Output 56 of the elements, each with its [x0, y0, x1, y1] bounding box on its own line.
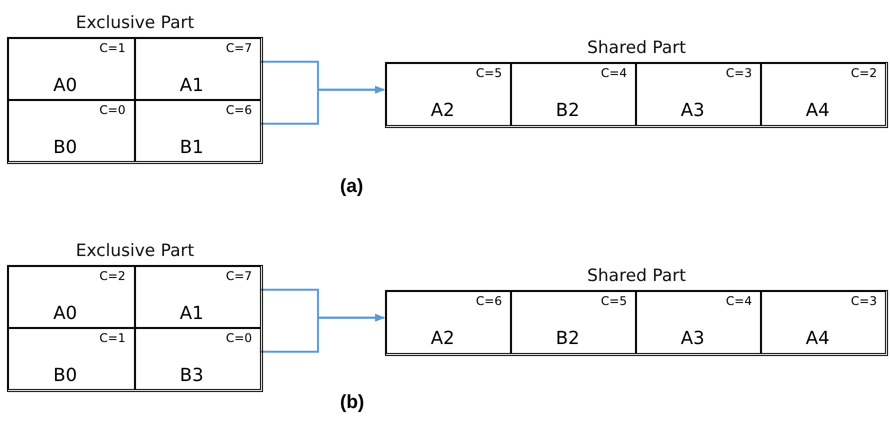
count-label: C=0 — [99, 103, 126, 117]
entry-label: B1 — [180, 137, 204, 158]
count-label: C=7 — [226, 269, 252, 283]
entry-label: A4 — [806, 100, 830, 121]
count-label: C=6 — [226, 103, 252, 117]
table-cell — [636, 291, 761, 354]
table-heading: Shared Part — [587, 266, 686, 286]
count-label: C=2 — [99, 269, 126, 283]
entry-label: A3 — [680, 328, 705, 349]
panel-label: (b) — [340, 392, 364, 414]
entry-label: A4 — [806, 328, 830, 349]
table-cell — [761, 291, 886, 354]
table-cell — [134, 100, 261, 162]
entry-label: A2 — [430, 328, 455, 349]
table-cell — [636, 63, 761, 126]
table-cell — [8, 38, 134, 100]
entry-label: A1 — [180, 75, 204, 96]
table-heading: Exclusive Part — [76, 13, 194, 33]
entry-label: A3 — [680, 100, 705, 121]
entry-label: A0 — [53, 75, 78, 96]
count-label: C=5 — [476, 66, 502, 80]
connector-arrow — [261, 314, 385, 353]
count-label: C=7 — [226, 41, 252, 55]
entry-label: B0 — [53, 137, 78, 158]
count-label: C=3 — [850, 294, 877, 308]
table-cell — [8, 100, 134, 162]
table-heading: Exclusive Part — [76, 241, 194, 261]
table-cell — [511, 63, 636, 126]
table-cell — [386, 63, 511, 126]
count-label: C=3 — [726, 66, 752, 80]
entry-label: A1 — [180, 303, 204, 324]
count-label: C=5 — [600, 294, 627, 308]
table-cell — [8, 266, 134, 328]
table-cell — [134, 266, 261, 328]
count-label: C=0 — [226, 331, 252, 345]
entry-label: A2 — [430, 100, 455, 121]
panel-label: (a) — [340, 176, 364, 198]
entry-label: B3 — [180, 365, 204, 386]
entry-label: A0 — [53, 303, 78, 324]
table-cell — [386, 291, 511, 354]
entry-label: B0 — [53, 365, 78, 386]
table-heading: Shared Part — [587, 38, 686, 58]
table-cell — [8, 328, 134, 390]
table-cell — [761, 63, 886, 126]
table-cell — [134, 328, 261, 390]
count-label: C=6 — [476, 294, 502, 308]
table-cell — [134, 38, 261, 100]
entry-label: B2 — [556, 328, 580, 349]
count-label: C=1 — [99, 41, 126, 55]
count-label: C=4 — [726, 294, 752, 308]
entry-label: B2 — [556, 100, 580, 121]
count-label: C=1 — [99, 331, 126, 345]
connector-arrow — [261, 86, 385, 125]
count-label: C=4 — [600, 66, 627, 80]
count-label: C=2 — [850, 66, 877, 80]
table-cell — [511, 291, 636, 354]
